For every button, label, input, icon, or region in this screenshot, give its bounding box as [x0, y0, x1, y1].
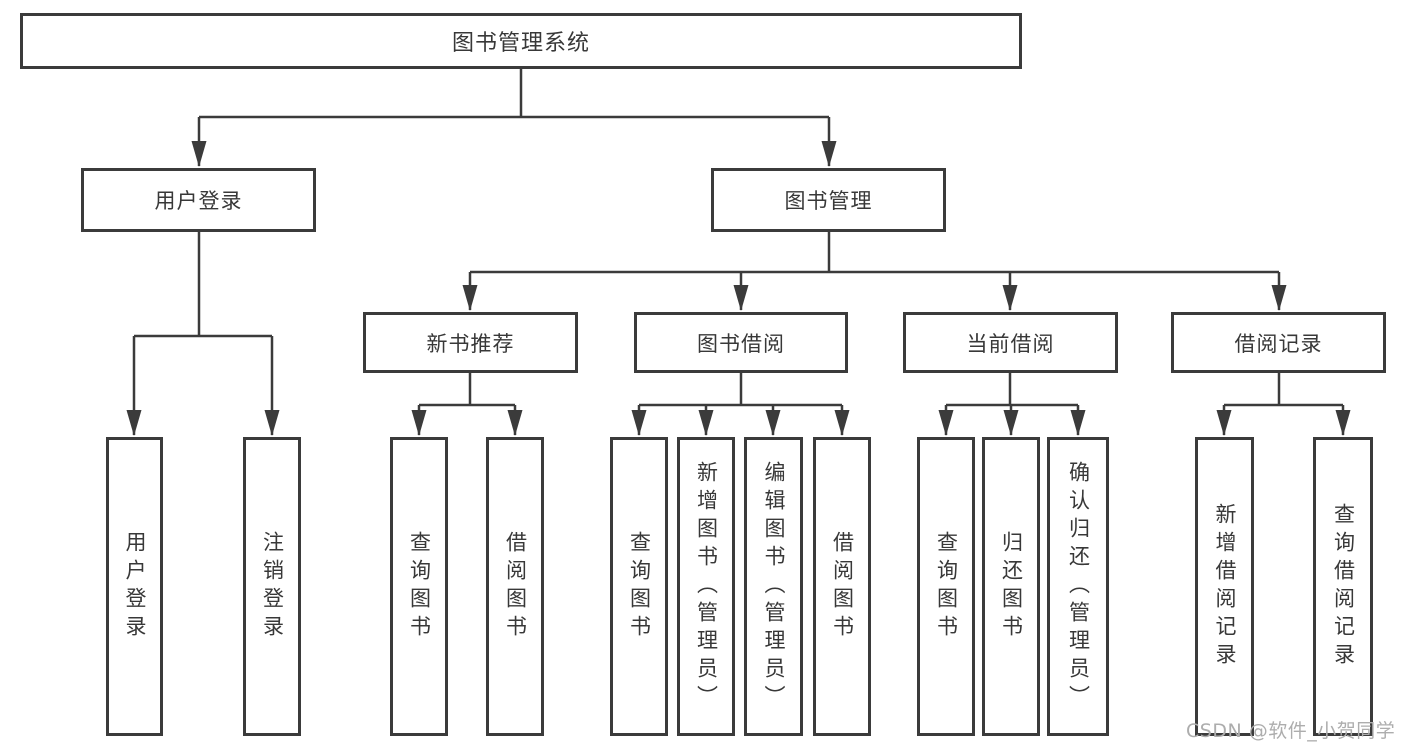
- leaf-borrow-books: 借阅图书: [813, 437, 871, 736]
- node-borrow-records: 借阅记录: [1171, 312, 1386, 373]
- leaf-label: 借阅图书: [503, 530, 528, 643]
- leaf-label: 新增借阅记录: [1213, 502, 1237, 671]
- leaf-label: 用户登录: [123, 530, 147, 643]
- node-label: 借阅记录: [1234, 331, 1323, 356]
- node-user-login: 用户登录: [81, 168, 316, 232]
- node-label: 用户登录: [154, 189, 243, 213]
- leaf-add-borrow-record: 新增借阅记录: [1195, 437, 1254, 736]
- leaf-add-books-admin: 新增图书（管理员）: [677, 437, 735, 736]
- leaf-confirm-return-admin: 确认归还（管理员）: [1047, 437, 1109, 736]
- node-new-book-recommend: 新书推荐: [363, 312, 578, 373]
- leaf-borrow-books: 借阅图书: [486, 437, 544, 736]
- leaf-query-books: 查询图书: [610, 437, 668, 736]
- leaf-return-books: 归还图书: [982, 437, 1040, 736]
- node-label: 当前借阅: [966, 331, 1055, 356]
- node-label: 新书推荐: [426, 331, 515, 356]
- node-book-management: 图书管理: [711, 168, 946, 232]
- csdn-watermark: CSDN @软件_小贺同学: [1186, 720, 1396, 742]
- leaf-label: 注销登录: [260, 530, 285, 643]
- node-library-management-system: 图书管理系统: [20, 13, 1022, 69]
- node-current-borrow: 当前借阅: [903, 312, 1118, 373]
- node-label: 图书借阅: [697, 331, 785, 356]
- leaf-query-borrow-record: 查询借阅记录: [1313, 437, 1373, 736]
- leaf-label: 编辑图书（管理员）: [762, 460, 786, 713]
- leaf-query-books: 查询图书: [390, 437, 448, 736]
- leaf-edit-books-admin: 编辑图书（管理员）: [744, 437, 803, 736]
- node-label: 图书管理: [784, 189, 873, 213]
- leaf-query-books: 查询图书: [917, 437, 975, 736]
- leaf-label: 查询图书: [627, 530, 652, 643]
- leaf-user-login: 用户登录: [106, 437, 163, 736]
- leaf-label: 查询图书: [407, 530, 432, 643]
- leaf-label: 查询图书: [934, 530, 959, 643]
- leaf-label: 确认归还（管理员）: [1066, 460, 1091, 713]
- leaf-label: 查询借阅记录: [1331, 502, 1356, 671]
- leaf-label: 新增图书（管理员）: [694, 460, 719, 713]
- node-label: 图书管理系统: [451, 31, 590, 56]
- node-book-borrow: 图书借阅: [634, 312, 848, 373]
- leaf-logout: 注销登录: [243, 437, 301, 736]
- leaf-label: 归还图书: [999, 530, 1024, 643]
- leaf-label: 借阅图书: [830, 530, 855, 643]
